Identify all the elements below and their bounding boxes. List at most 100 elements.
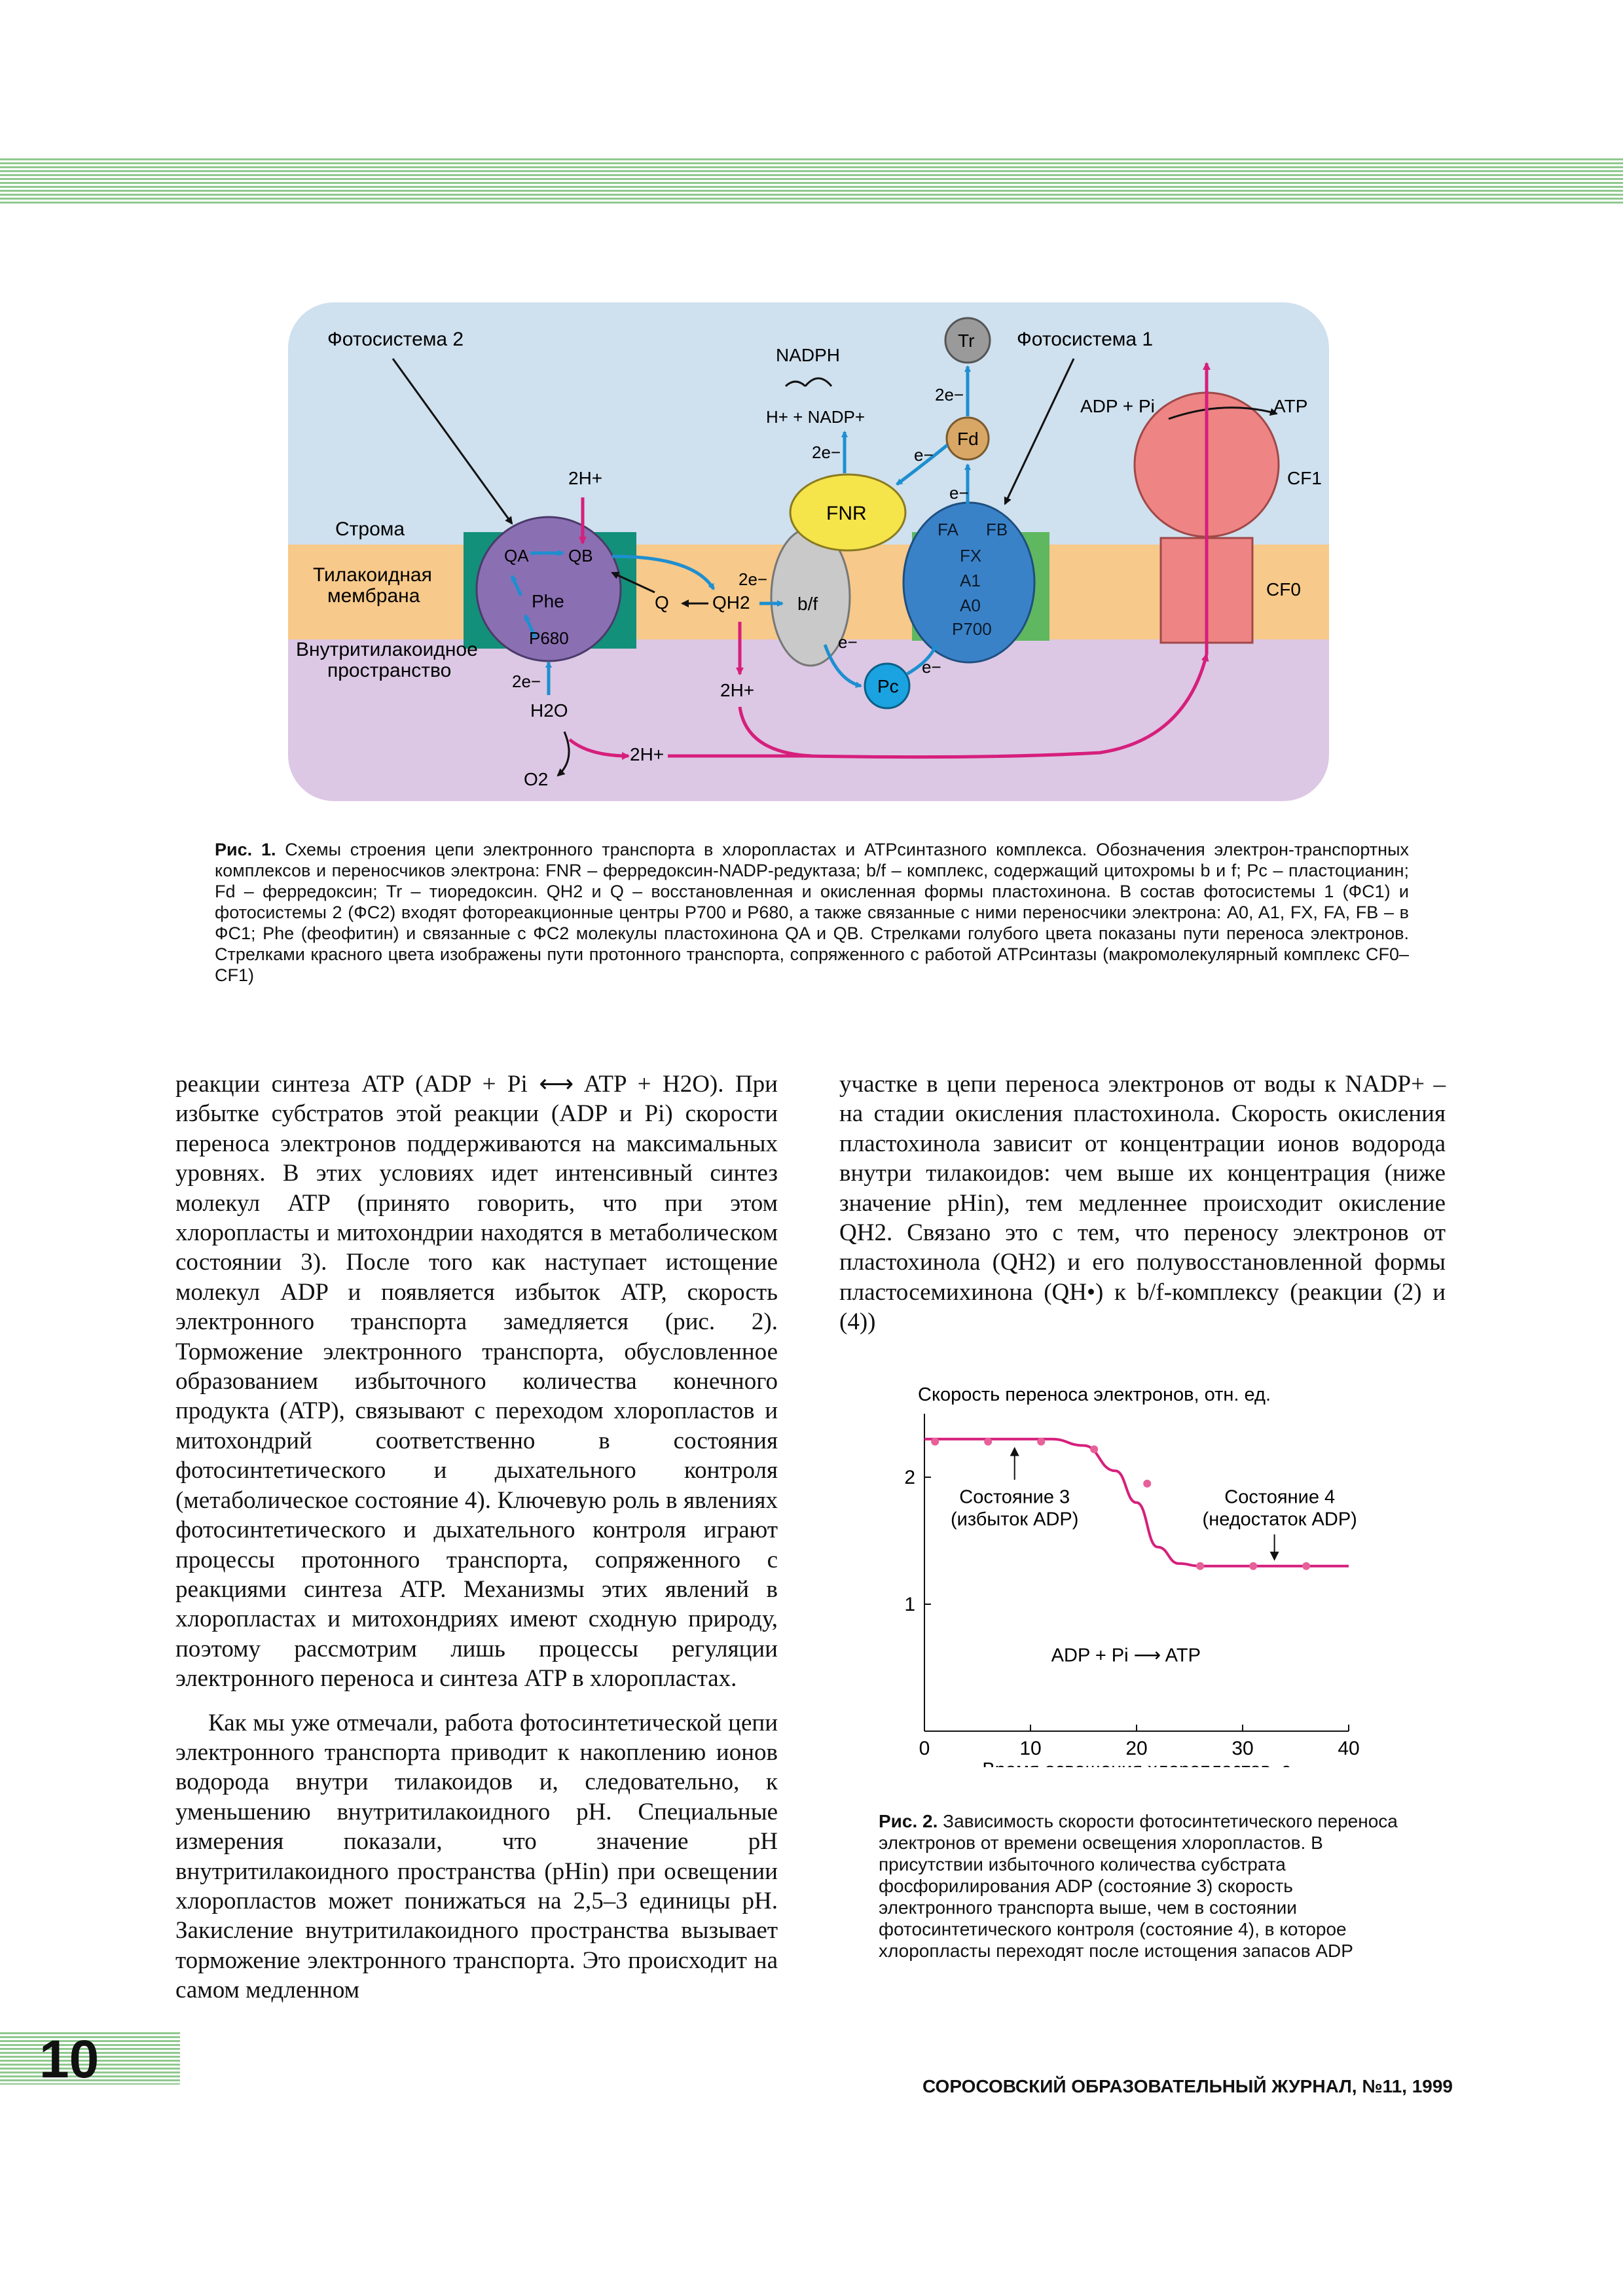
y-axis-label: Скорость переноса электронов, отн. ед. <box>918 1384 1271 1405</box>
arrow-e-p680-phe <box>523 614 538 639</box>
label-h2o: H2O <box>530 700 568 721</box>
arrow-h-qh2-curve <box>738 706 812 758</box>
series-curve <box>924 1437 1349 1568</box>
nadph-brace <box>784 377 833 387</box>
figure-2-caption-label: Рис. 2. <box>879 1811 938 1831</box>
label-e-pc2: e− <box>922 657 941 677</box>
figure-2-chart: 0 10 20 30 40 1 2 Скорость переноса электронов,… <box>904 1384 1359 1767</box>
fd-carrier <box>945 416 990 461</box>
state3-label-2: (избыток ADP) <box>951 1509 1078 1530</box>
arrow-adp-atp <box>1168 406 1278 420</box>
reaction-label: ADP + Pi ⟶ ATP <box>1051 1645 1201 1666</box>
label-2e-tr: 2e− <box>935 385 964 404</box>
journal-title: СОРОСОВСКИЙ ОБРАЗОВАТЕЛЬНЫЙ ЖУРНАЛ, №11,… <box>922 2076 1453 2096</box>
label-lumen-1: Внутритилакоидное <box>296 639 478 660</box>
x-tick-label: 20 <box>1125 1738 1147 1759</box>
figure-2-caption: Рис. 2. Зависимость скорости фотосинтети… <box>879 1810 1402 1962</box>
state3-label-1: Состояние 3 <box>959 1487 1070 1508</box>
arrow-q-qb <box>611 571 655 594</box>
arrow-h-h2o <box>568 738 630 760</box>
label-ps2: Фотосистема 2 <box>327 329 464 350</box>
label-e-fnr: e− <box>914 445 934 465</box>
arrow-label-ps2 <box>392 358 513 525</box>
label-2h-top: 2H+ <box>568 468 602 488</box>
label-a1: A1 <box>960 571 981 590</box>
state3-arrow-head <box>1010 1446 1019 1456</box>
label-cf1: CF1 <box>1287 468 1322 488</box>
label-2e-fnr: 2e− <box>812 442 841 462</box>
state4-label-1: Состояние 4 <box>1224 1487 1335 1508</box>
label-fnr: FNR <box>826 503 867 524</box>
data-point <box>931 1437 939 1446</box>
x-axis-label: Время освещения хлоропластов, с <box>982 1759 1290 1767</box>
label-2h-bottom: 2H+ <box>630 744 664 764</box>
label-p700: P700 <box>952 619 992 639</box>
arrow-e-bf-pc <box>823 644 862 689</box>
data-point <box>984 1437 993 1446</box>
label-2h-lumen: 2H+ <box>720 680 754 700</box>
arrow-label-ps1 <box>1004 358 1075 505</box>
label-e-pc1: e− <box>838 632 858 652</box>
arrow-e-fd-fnr <box>896 444 949 486</box>
label-phe: Phe <box>532 591 564 611</box>
page-number: 10 <box>39 2030 100 2089</box>
figure-1-caption-label: Рис. 1. <box>215 840 276 859</box>
right-paragraph-1: участке в цепи переноса электронов от во… <box>839 1071 1446 1336</box>
label-adp-pi: ADP + Pi <box>1080 396 1155 416</box>
label-qb: QB <box>568 546 593 565</box>
label-qh2: QH2 <box>712 592 750 613</box>
data-point <box>1037 1437 1046 1446</box>
y-tick-label: 1 <box>904 1594 915 1615</box>
label-membrane-1: Тилакоидная <box>313 564 432 586</box>
data-point <box>1090 1445 1099 1454</box>
figure-1-caption-text: Схемы строения цепи электронного транспо… <box>215 840 1409 985</box>
label-nadp-reaction: H+ + NADP+ <box>766 407 865 427</box>
label-fa: FA <box>938 520 958 539</box>
figure-2-caption-text: Зависимость скорости фотосинтетического … <box>879 1811 1398 1961</box>
state4-label-2: (недостаток ADP) <box>1203 1509 1357 1530</box>
header-stripes <box>0 158 1623 206</box>
label-pc: Pc <box>877 676 899 696</box>
label-2e-qh2: 2e− <box>739 569 767 589</box>
data-point <box>1302 1562 1311 1570</box>
label-cf0: CF0 <box>1266 579 1301 600</box>
x-tick-label: 0 <box>919 1738 930 1759</box>
data-point <box>1143 1479 1152 1488</box>
left-column: реакции синтеза ATP (ADP + Pi ⟷ ATP + H2… <box>175 1069 778 2005</box>
label-2e-ps2: 2e− <box>512 672 541 691</box>
label-a0: A0 <box>960 596 981 615</box>
label-nadph: NADPH <box>776 345 840 365</box>
page-number-stripes <box>0 2032 180 2085</box>
label-ps1: Фотосистема 1 <box>1017 329 1153 350</box>
label-qa: QA <box>504 546 529 565</box>
label-atp: ATP <box>1273 396 1307 416</box>
data-point <box>1196 1562 1205 1570</box>
arrow-e-phe-qa <box>510 575 523 597</box>
left-paragraph-2: Как мы уже отмечали, работа фотосинтетич… <box>175 1709 778 2004</box>
arrow-e-qb-qh2 <box>611 554 716 590</box>
label-bf: b/f <box>797 594 818 614</box>
label-fx: FX <box>960 546 981 565</box>
label-fd: Fd <box>957 429 979 449</box>
pc-carrier <box>864 662 911 709</box>
figure-1-diagram: Фотосистема 2 Фотосистема 1 Строма Тилак… <box>288 302 1329 801</box>
label-fb: FB <box>986 520 1008 539</box>
left-paragraph-1: реакции синтеза ATP (ADP + Pi ⟷ ATP + H2… <box>175 1071 778 1693</box>
y-tick-label: 2 <box>904 1467 915 1488</box>
data-point <box>1249 1562 1258 1570</box>
label-membrane-2: мембрана <box>327 585 420 607</box>
state4-arrow-head <box>1269 1551 1279 1561</box>
label-p680: P680 <box>529 628 569 648</box>
x-tick-label: 10 <box>1019 1738 1041 1759</box>
arrow-h2o-o2 <box>556 731 570 777</box>
label-stroma: Строма <box>335 518 405 540</box>
arrow-h-lumen-atpase <box>668 653 1209 759</box>
label-o2: O2 <box>524 769 548 789</box>
arrow-e-pc-p700 <box>905 643 938 676</box>
tr-carrier <box>944 317 991 364</box>
right-column: участке в цепи переноса электронов от во… <box>839 1069 1446 1337</box>
label-lumen-2: пространство <box>327 660 451 681</box>
x-tick-label: 30 <box>1231 1738 1253 1759</box>
x-tick-label: 40 <box>1338 1738 1359 1759</box>
figure-1-caption: Рис. 1. Схемы строения цепи электронного… <box>215 839 1409 986</box>
